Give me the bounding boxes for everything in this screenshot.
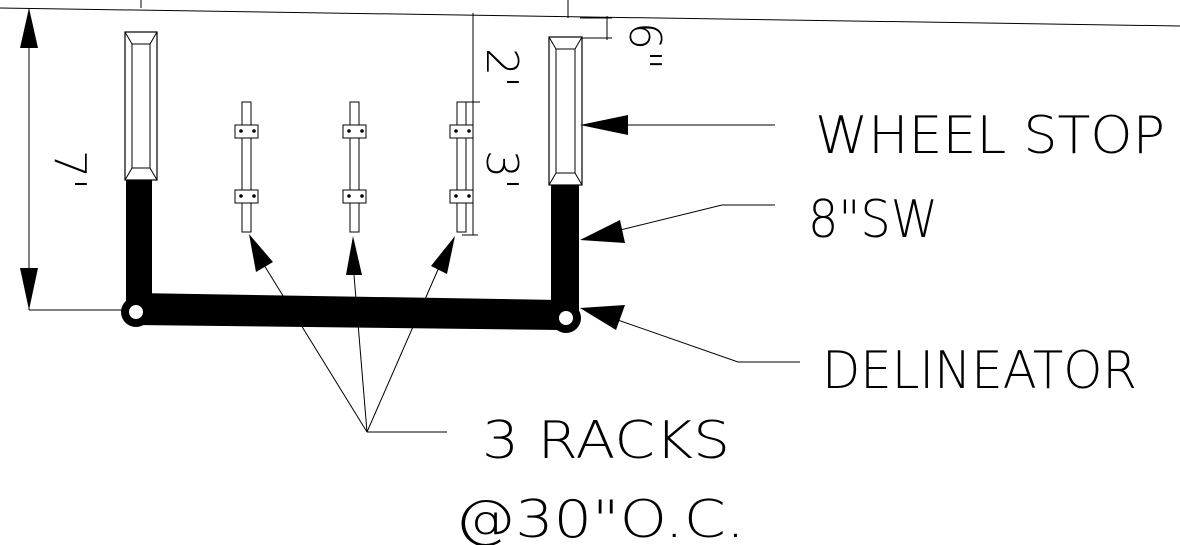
dim-label-2ft: 2'	[476, 48, 527, 88]
bike-rack-1	[234, 101, 259, 233]
curb-line	[0, 7, 1180, 27]
sidewalk-8in	[126, 180, 579, 330]
dimension-7ft: 7'	[20, 8, 125, 311]
wheel-stop-left	[124, 31, 158, 181]
label-sidewalk: 8"SW	[808, 190, 938, 250]
label-wheel-stop: WHEEL STOP	[815, 106, 1165, 166]
leader-wheel-stop	[580, 115, 775, 135]
label-racks-line1: 3 RACKS	[482, 411, 730, 471]
leader-racks	[249, 234, 455, 433]
dim-label-3ft: 3'	[476, 150, 527, 190]
leader-delineator	[580, 305, 800, 363]
label-delineator: DELINEATOR	[822, 341, 1137, 401]
bike-rack-2	[342, 101, 367, 233]
delineator-right	[551, 303, 581, 333]
dim-label-6in: 6"	[619, 22, 670, 70]
bike-rack-3	[449, 101, 474, 233]
dimension-rack-offsets: 2' 3'	[462, 13, 527, 236]
label-racks-line2: @30"O.C.	[455, 490, 745, 545]
dim-label-7ft: 7'	[44, 150, 95, 190]
leader-sidewalk	[580, 204, 775, 243]
dimension-6in: 6"	[580, 16, 670, 70]
delineator-left	[121, 297, 151, 327]
wheel-stop-right	[548, 36, 583, 186]
